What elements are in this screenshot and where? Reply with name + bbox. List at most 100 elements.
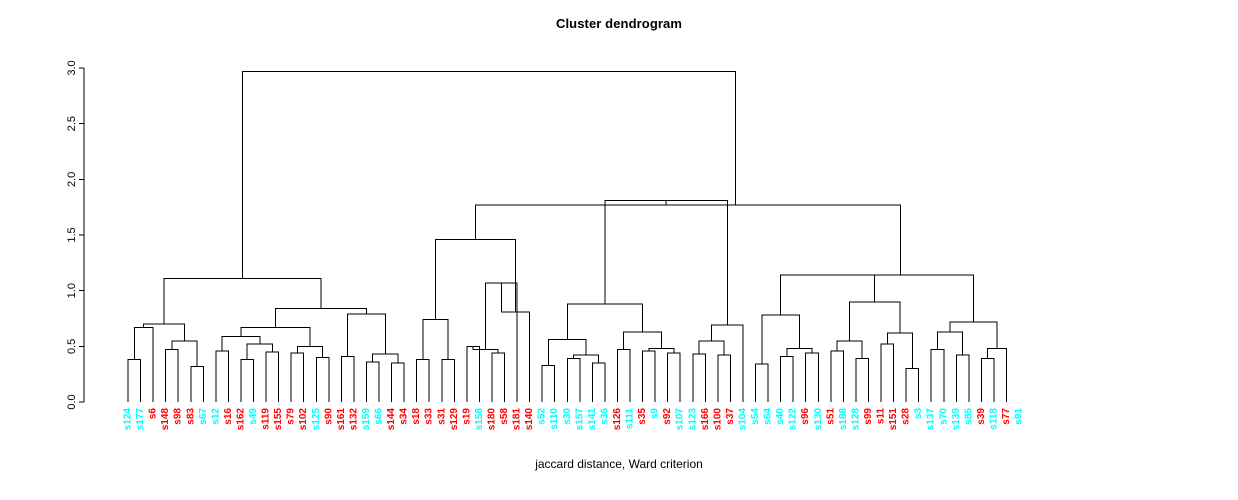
- dendrogram-link: [416, 359, 430, 402]
- leaf-label: s155: [273, 408, 284, 431]
- dendrogram-link: [365, 361, 380, 402]
- dendrogram-link: [570, 204, 902, 276]
- leaf-label: s132: [348, 408, 359, 431]
- dendrogram-link: [780, 274, 876, 316]
- dendrogram-link: [880, 343, 895, 402]
- leaf-label: s11: [876, 408, 887, 425]
- dendrogram-link: [372, 353, 399, 364]
- leaf-label: s148: [160, 408, 171, 431]
- leaf-label: s49: [248, 408, 259, 425]
- leaf-label: s137: [926, 408, 937, 431]
- leaf-label: s130: [813, 408, 824, 431]
- leaf-label: s126: [612, 408, 623, 431]
- dendrogram-link: [786, 348, 813, 357]
- dendrogram-link: [441, 359, 455, 402]
- dendrogram-link: [930, 349, 945, 402]
- dendrogram-link: [836, 340, 863, 359]
- y-axis-tick-label: 3.0: [66, 60, 78, 75]
- leaf-label: s161: [336, 408, 347, 431]
- leaf-label: s129: [449, 408, 460, 431]
- leaf-label: s39: [976, 408, 987, 425]
- dendrogram-link: [422, 319, 449, 360]
- dendrogram-link: [171, 340, 198, 367]
- dendrogram-link: [830, 350, 844, 402]
- leaf-label: s54: [750, 408, 761, 425]
- dendrogram-link: [573, 354, 600, 364]
- dendrogram-links: [127, 70, 1007, 402]
- leaf-label: s3: [913, 408, 924, 420]
- y-axis-tick-label: 2.5: [66, 116, 78, 131]
- y-axis-tick-label: 2.0: [66, 172, 78, 187]
- leaf-label: s100: [712, 408, 723, 431]
- dendrogram-link: [849, 301, 901, 341]
- leaf-label: s181: [512, 408, 523, 431]
- dendrogram-link: [780, 355, 794, 402]
- leaf-label: s124: [123, 408, 134, 431]
- leaf-label: s67: [198, 408, 209, 425]
- leaf-label: s139: [951, 408, 962, 431]
- leaf-label: s92: [662, 408, 673, 425]
- leaf-label: s107: [675, 408, 686, 431]
- dendrogram-link: [133, 326, 154, 402]
- dendrogram-link: [163, 277, 322, 325]
- leaf-label: s90: [323, 408, 334, 425]
- leaf-label: s151: [888, 408, 899, 431]
- dendrogram-link: [143, 323, 185, 341]
- dendrogram-link: [347, 313, 386, 357]
- leaf-label: s104: [737, 408, 748, 431]
- dendrogram-link: [827, 274, 975, 322]
- leaf-label: s16: [223, 408, 234, 425]
- leaf-label: s52: [537, 408, 548, 425]
- leaf-label: s51: [825, 408, 836, 425]
- leaf-label: s118: [988, 408, 999, 430]
- dendrogram-link: [698, 340, 725, 356]
- leaf-label: s166: [700, 408, 711, 431]
- dendrogram-link: [711, 324, 744, 402]
- leaf-label: s111: [625, 408, 636, 430]
- leaf-label: s66: [374, 408, 385, 425]
- dendrogram-link: [566, 303, 644, 340]
- leaf-label: s98: [173, 408, 184, 425]
- leaf-label: s110: [549, 408, 560, 430]
- leaf-label: s96: [800, 408, 811, 425]
- leaf-label: s99: [863, 408, 874, 425]
- dendrogram-link: [755, 363, 769, 402]
- dendrogram-link: [485, 282, 518, 402]
- dendrogram-link: [221, 335, 261, 351]
- leaf-label: s119: [261, 408, 272, 430]
- leaf-label: s6: [148, 408, 159, 420]
- leaf-label: s34: [399, 408, 410, 425]
- leaf-label: s180: [486, 408, 497, 431]
- dendrogram-link: [855, 358, 869, 402]
- page-title: Cluster dendrogram: [555, 16, 683, 31]
- y-axis-tick-label: 0.0: [66, 394, 78, 409]
- leaf-label: s9: [650, 408, 661, 420]
- dendrogram-link: [296, 345, 324, 358]
- leaf-label: s36: [599, 408, 610, 425]
- dendrogram-link: [240, 326, 311, 347]
- y-axis-tick-label: 0.5: [66, 339, 78, 354]
- dendrogram-link: [215, 350, 229, 402]
- leaf-label: s188: [838, 408, 849, 431]
- leaf-label: s83: [185, 408, 196, 425]
- leaf-label: s19: [461, 408, 472, 425]
- dendrogram-link: [274, 307, 367, 328]
- y-axis: 0.00.51.01.52.02.53.0: [66, 60, 85, 410]
- leaf-label: s91: [1014, 408, 1025, 425]
- y-axis-tick-label: 1.0: [66, 283, 78, 298]
- dendrogram-link: [491, 352, 505, 402]
- leaf-label: s177: [135, 408, 146, 431]
- dendrogram-link: [566, 358, 581, 402]
- leaf-label: s30: [562, 408, 573, 425]
- dendrogram-link: [434, 238, 516, 320]
- leaf-label: s122: [788, 408, 799, 431]
- leaf-label: s162: [235, 408, 246, 431]
- leaf-label: s79: [286, 408, 297, 425]
- dendrogram-link: [623, 331, 662, 350]
- leaf-label: s18: [411, 408, 422, 425]
- dendrogram-link: [692, 353, 706, 402]
- dendrogram-link: [541, 364, 556, 402]
- leaf-label: s85: [963, 408, 974, 425]
- dendrogram-link: [949, 321, 998, 349]
